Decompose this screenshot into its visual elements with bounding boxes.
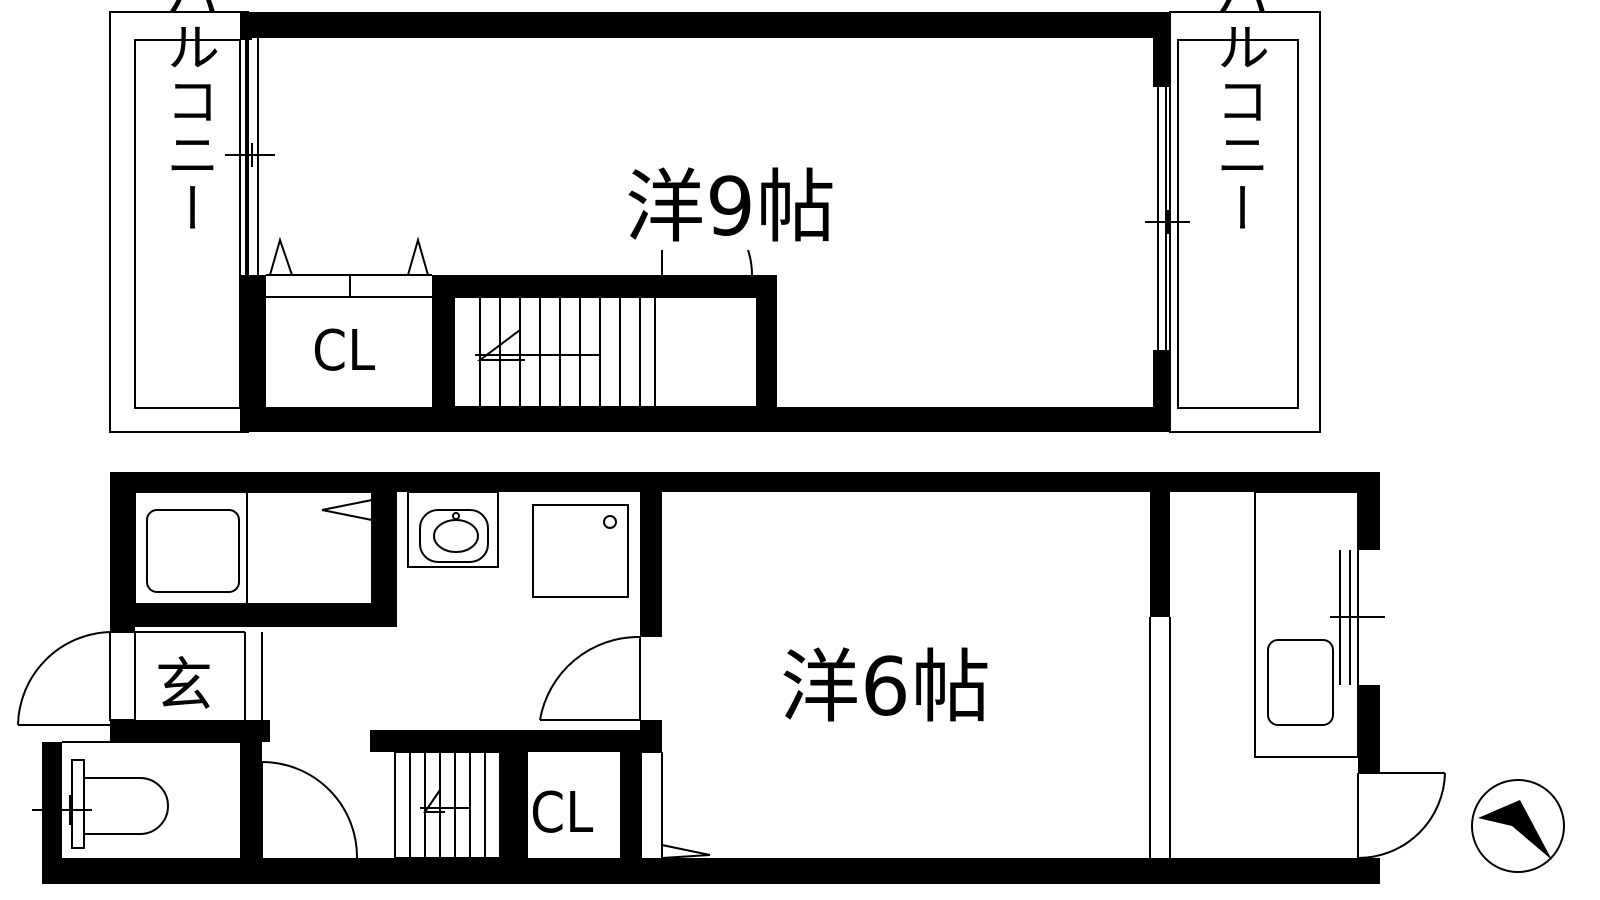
- lower-right-wall-mid: [1358, 685, 1380, 773]
- upper-floor: [109, 11, 1321, 433]
- upper-top-wall: [240, 12, 1170, 38]
- balcony-left-outline: [109, 11, 249, 433]
- balcony-left-inner: [134, 39, 241, 409]
- lower-right-wall-top: [1358, 472, 1380, 550]
- lower-closet-label: CL: [530, 781, 593, 846]
- lower-left-wall: [110, 472, 135, 632]
- upper-left-wall-bottom: [240, 275, 254, 432]
- upper-room-label: 洋9帖: [625, 161, 836, 254]
- sink-icon: [419, 509, 489, 563]
- entrance-label: 玄: [155, 651, 213, 719]
- lower-floor: [17, 472, 1446, 884]
- lower-room-label: 洋6帖: [780, 641, 991, 734]
- compass-icon: [1471, 779, 1565, 873]
- upper-right-wall-bottom: [1153, 350, 1170, 432]
- lower-bottom-wall: [42, 858, 1380, 884]
- bathtub-icon: [146, 509, 240, 593]
- lower-stairs: [394, 751, 501, 859]
- balcony-left-label: バルコニー: [157, 0, 220, 235]
- upper-closet-label: CL: [312, 319, 375, 384]
- balcony-right-inner: [1177, 39, 1299, 409]
- stairs-icon: [453, 296, 758, 408]
- upper-right-wall-top: [1153, 12, 1170, 87]
- lower-top-wall: [110, 472, 1380, 492]
- upper-left-wall-top: [240, 12, 252, 40]
- toilet-icon: [71, 759, 169, 849]
- upper-bottom-wall: [240, 407, 1170, 432]
- balcony-right-label: バルコニー: [1207, 0, 1270, 235]
